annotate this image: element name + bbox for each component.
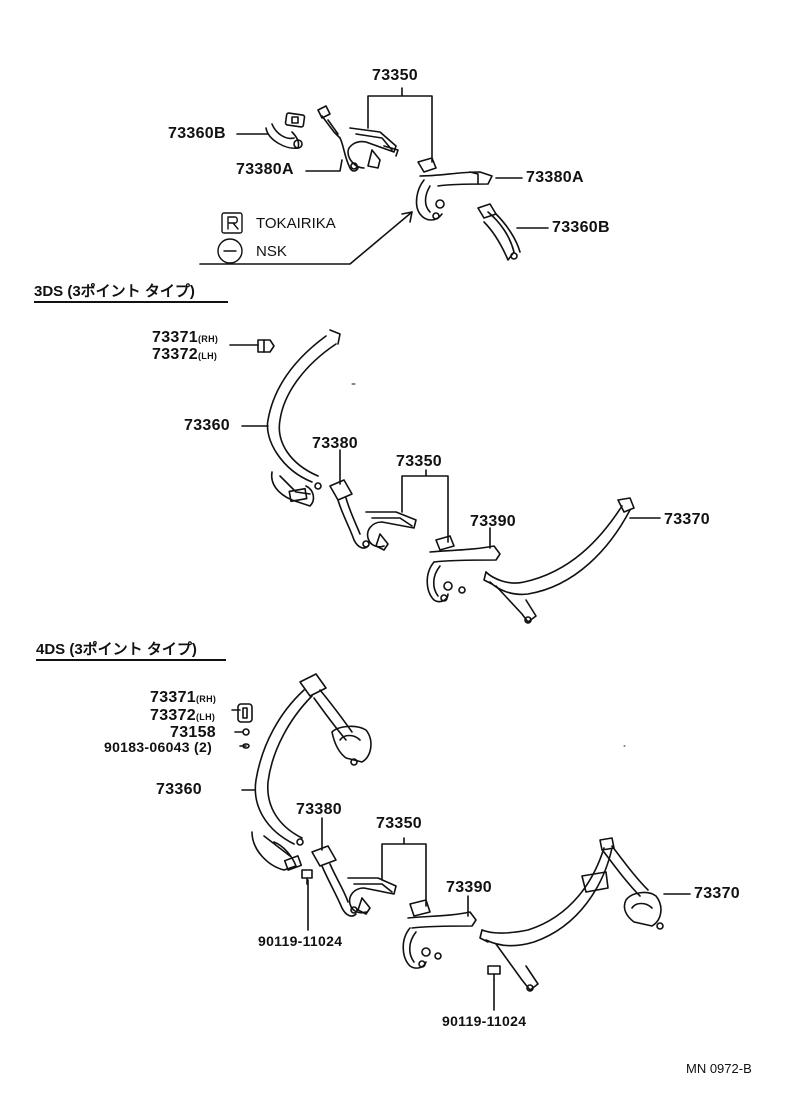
bolt-90119-right <box>487 965 501 981</box>
label-73380A-right: 73380A <box>526 169 584 186</box>
label-73380A-left: 73380A <box>236 161 294 178</box>
section-header-3ds: 3DS (3ポイント タイプ) <box>34 283 195 300</box>
part-73380-4ds <box>311 845 358 917</box>
label-73380-3ds: 73380 <box>312 435 358 452</box>
label-73370-4ds: 73370 <box>694 885 740 902</box>
label-73390-4ds: 73390 <box>446 879 492 896</box>
nsk-logo-icon <box>217 238 243 264</box>
label-73372-4ds: 73372(LH) <box>150 707 216 724</box>
part-73370-3ds <box>483 497 635 624</box>
part-73371-3ds <box>257 339 275 353</box>
bracket-73350-top <box>367 87 433 163</box>
legend-tokairika: TOKAIRIKA <box>256 215 336 232</box>
part-73370-4ds <box>479 837 664 992</box>
part-73350-4ds-left <box>347 877 397 915</box>
tokairika-logo-icon <box>221 212 243 234</box>
label-73370-3ds: 73370 <box>664 511 710 528</box>
label-73360B-left: 73360B <box>168 125 226 142</box>
leader-lines-4ds <box>231 709 691 1011</box>
label-73158-4ds: 73158 <box>170 724 216 741</box>
part-73350-3ds-left <box>365 511 417 551</box>
part-73350-top-right <box>415 157 493 221</box>
label-90183-4ds: 90183-06043 (2) <box>104 739 213 755</box>
label-73390-3ds: 73390 <box>470 513 516 530</box>
legend-arrow <box>199 211 413 265</box>
part-73360B-left <box>265 112 306 150</box>
part-73360-4ds <box>251 673 372 871</box>
section-underline-4ds <box>36 659 226 661</box>
label-90119-left: 90119-11024 <box>258 933 343 949</box>
section-header-4ds: 4DS (3ポイント タイプ) <box>36 641 197 658</box>
part-73360-3ds <box>266 329 341 507</box>
label-73350-top: 73350 <box>372 67 418 84</box>
label-73350-3ds: 73350 <box>396 453 442 470</box>
section-underline-3ds <box>34 301 228 303</box>
label-73371-4ds: 73371(RH) <box>150 689 217 706</box>
label-73360-4ds: 73360 <box>156 781 202 798</box>
label-73360B-right: 73360B <box>552 219 610 236</box>
label-73360-3ds: 73360 <box>184 417 230 434</box>
leader-lines-3ds <box>229 344 661 549</box>
part-73350-3ds-right <box>426 535 501 603</box>
label-73350-4ds: 73350 <box>376 815 422 832</box>
label-90119-right: 90119-11024 <box>442 1013 527 1029</box>
part-73360B-right <box>477 203 521 261</box>
part-73350-4ds-right <box>402 899 477 969</box>
diagram-code: MN 0972-B <box>686 1061 752 1076</box>
legend-nsk: NSK <box>256 243 287 260</box>
label-73371-3ds: 73371(RH) <box>152 329 219 346</box>
label-73372-3ds: 73372(LH) <box>152 346 218 363</box>
part-73371-4ds <box>237 703 253 749</box>
leader-lines-top <box>236 133 549 229</box>
label-73380-4ds: 73380 <box>296 801 342 818</box>
bolt-90119-left <box>301 869 313 885</box>
part-73350-top-left <box>347 127 399 169</box>
part-73380-3ds <box>329 479 370 549</box>
stray-marks <box>351 383 626 747</box>
